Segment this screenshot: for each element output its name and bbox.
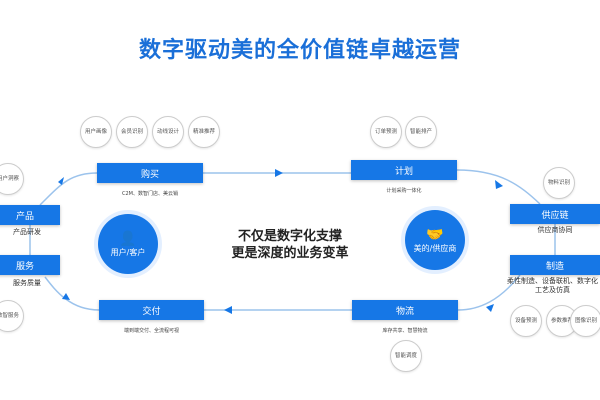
node-supply-chain: 供应链 — [510, 204, 600, 224]
center-line-1: 不仅是数字化支撑 — [237, 229, 342, 244]
bubble: 物料识别 — [543, 167, 575, 199]
handshake-icon: 🤝 — [426, 226, 444, 243]
bubble: 用户画像 — [80, 116, 112, 148]
bubble: 智能排产 — [405, 116, 437, 148]
bubble: 动线设计 — [152, 116, 184, 148]
center-line-2: 更是深度的业务变革 — [231, 246, 349, 261]
node-manufacture: 制造 — [510, 255, 600, 275]
supplier-circle: 🤝 美的/供应商 — [405, 210, 465, 270]
bubble: 智能调度 — [390, 340, 422, 372]
caption-manufacture: 柔性制造、设备联机、数字化工艺及仿真 — [507, 277, 598, 294]
caption-delivery: 端到端交付、全流程可视 — [123, 328, 179, 334]
center-text: 不仅是数字化支撑 更是深度的业务变革 — [215, 228, 365, 262]
node-purchase: 购买 — [97, 163, 203, 183]
caption-logistics: 库存共享、智慧物流 — [382, 328, 428, 334]
user-icon: 👤 — [119, 230, 137, 247]
node-logistics: 物流 — [352, 300, 458, 320]
caption-purchase: C2M、数智门店、美云销 — [122, 191, 178, 197]
customer-label: 用户/客户 — [110, 247, 146, 257]
node-product: 产品 — [0, 205, 60, 225]
node-service: 服务 — [0, 255, 60, 275]
customer-circle: 👤 用户/客户 — [98, 214, 158, 274]
caption-supply-chain: 供应商协同 — [537, 226, 573, 234]
node-delivery: 交付 — [99, 300, 204, 320]
caption-plan: 计划采购一体化 — [386, 188, 422, 194]
bubble: 图像识别 — [570, 305, 600, 337]
bubble: 订单预测 — [370, 116, 402, 148]
node-plan: 计划 — [351, 160, 457, 180]
caption-product: 产品研发 — [13, 228, 41, 236]
bubble: 精准推荐 — [188, 116, 220, 148]
supplier-label: 美的/供应商 — [413, 243, 457, 253]
caption-service: 服务质量 — [13, 279, 41, 287]
bubble: 设备预测 — [510, 305, 542, 337]
bubble: 会员识别 — [116, 116, 148, 148]
page-title: 数字驱动美的全价值链卓越运营 — [138, 38, 461, 63]
